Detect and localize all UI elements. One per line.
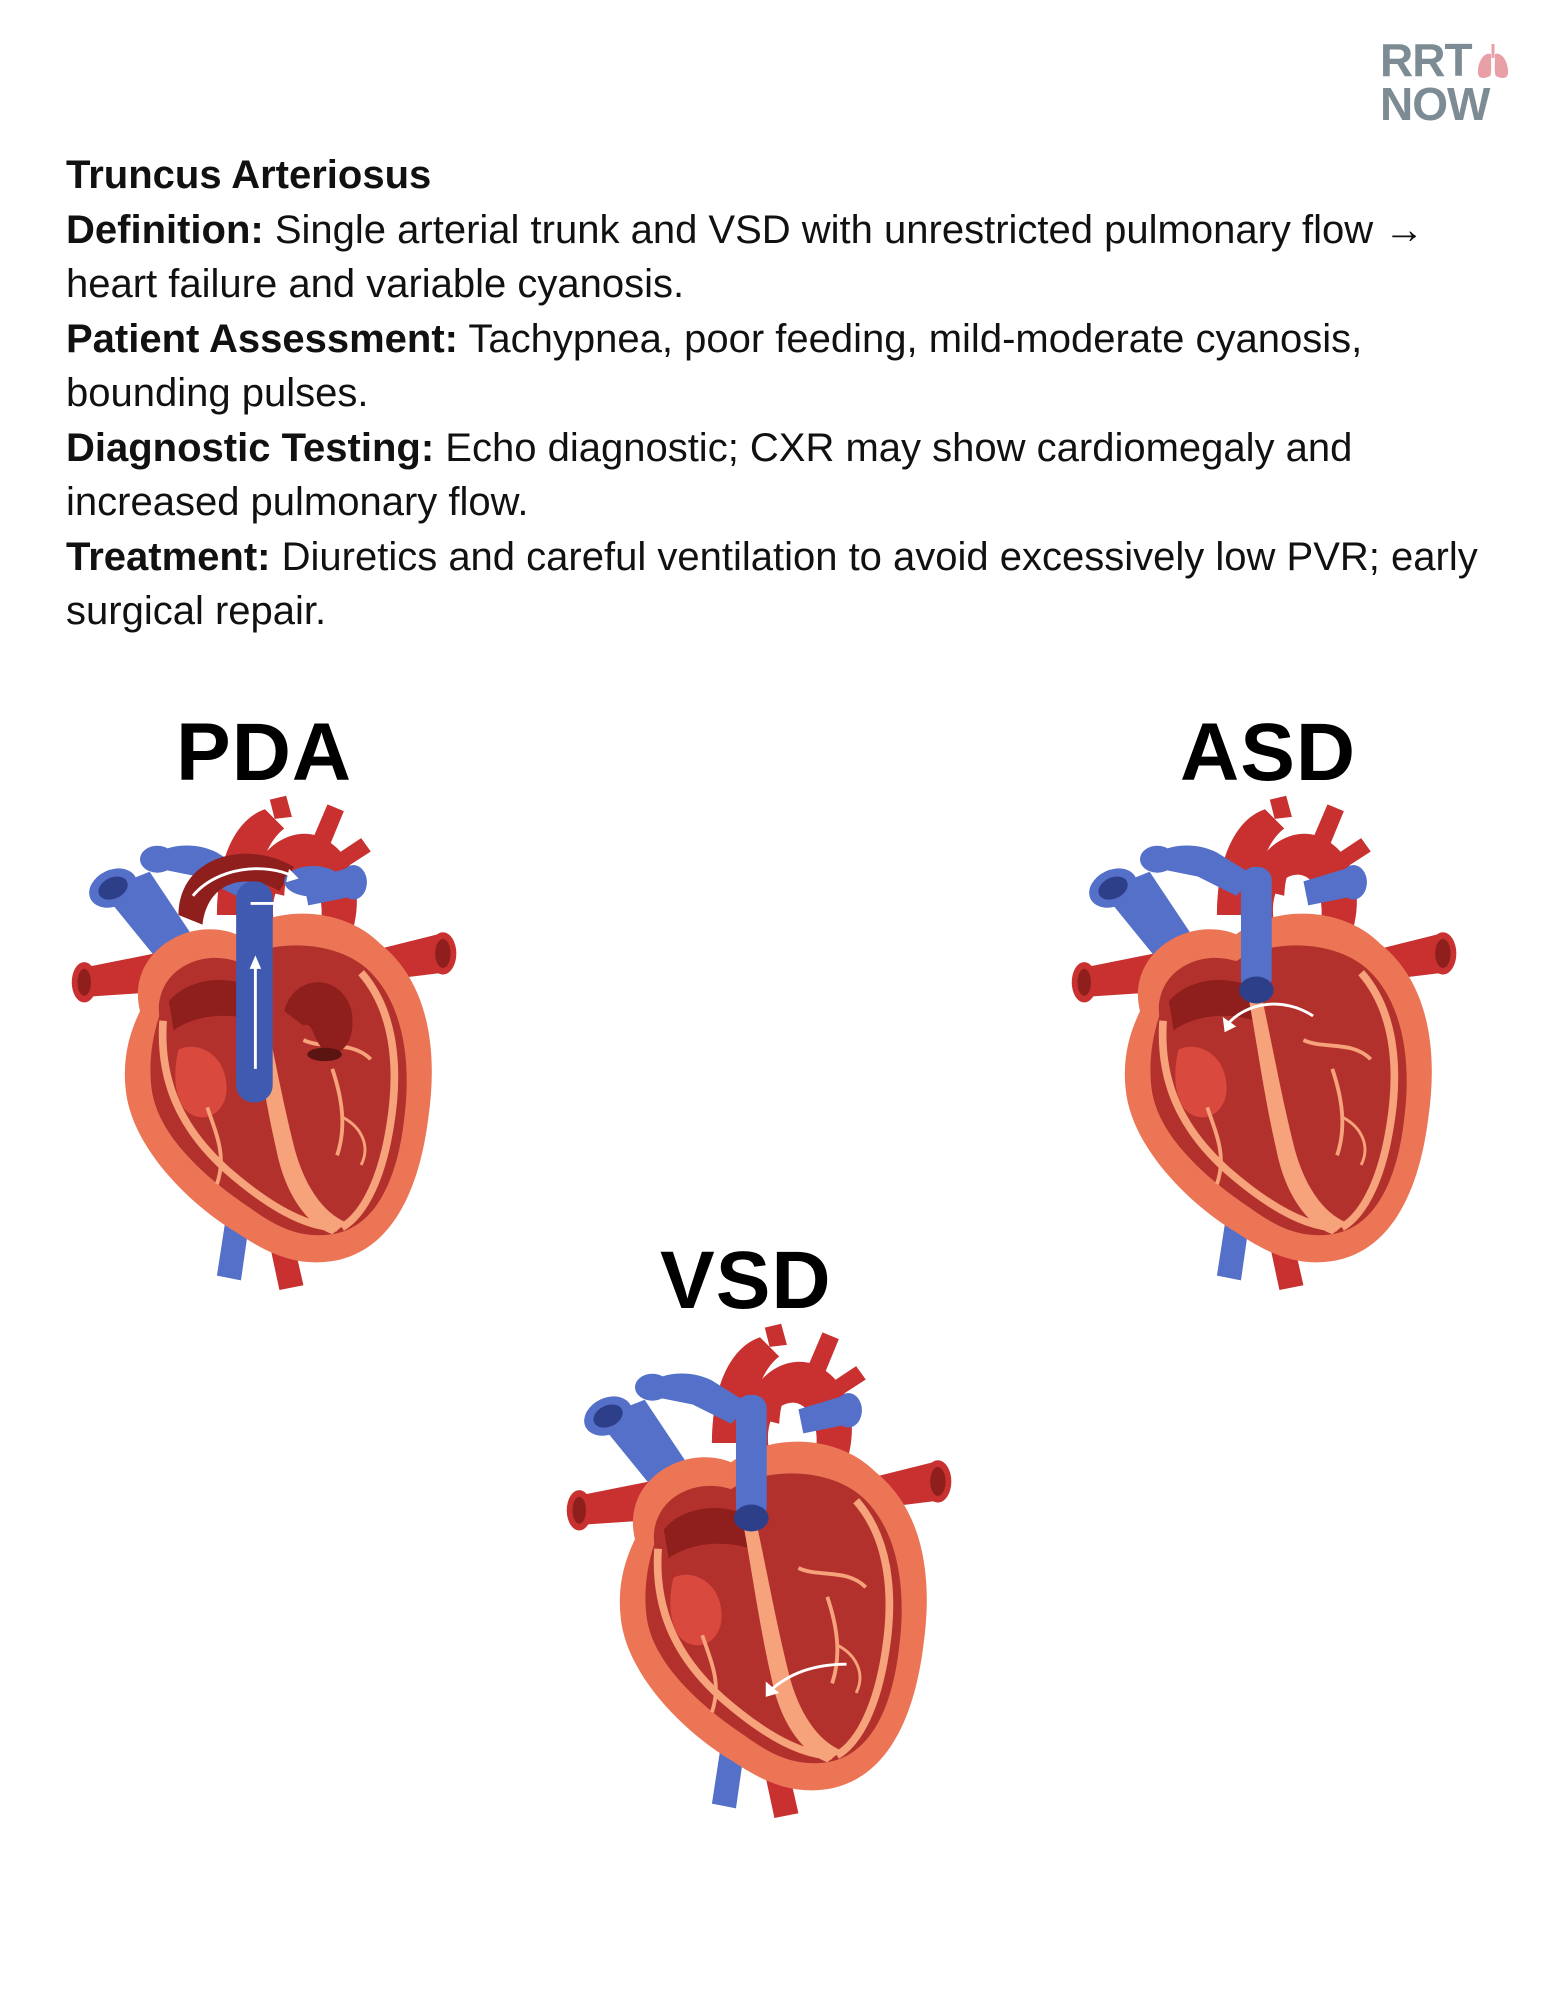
rrt-now-logo: RRT NOW [1380, 34, 1510, 138]
assessment-paragraph: Patient Assessment: Tachypnea, poor feed… [66, 312, 1486, 421]
logo-line-rrt: RRT [1380, 34, 1473, 86]
pda-label: PDA [176, 707, 353, 798]
definition-text: Single arterial trunk and VSD with unres… [66, 207, 1425, 307]
diagnostic-label: Diagnostic Testing: [66, 425, 435, 470]
ductus-arch [178, 853, 294, 925]
treatment-paragraph: Treatment: Diuretics and careful ventila… [66, 530, 1486, 639]
vsd-label: VSD [660, 1235, 832, 1326]
definition-paragraph: Definition: Single arterial trunk and VS… [66, 203, 1486, 312]
treatment-label: Treatment: [66, 534, 271, 579]
pda-heart-illustration [60, 790, 470, 1290]
content-text: Truncus Arteriosus Definition: Single ar… [66, 148, 1486, 639]
assessment-text: Tachypnea, poor feeding, mild-moderate c… [66, 316, 1363, 416]
logo-line-now: NOW [1380, 78, 1490, 130]
shunt-arrow [1225, 1002, 1314, 1027]
diagnostic-paragraph: Diagnostic Testing: Echo diagnostic; CXR… [66, 421, 1486, 530]
diagnostic-text: Echo diagnostic; CXR may show cardiomega… [66, 425, 1353, 525]
flow-arrow [191, 867, 295, 897]
section-title: Truncus Arteriosus [66, 153, 432, 197]
vsd-heart-illustration [555, 1318, 965, 1818]
asd-label: ASD [1180, 707, 1357, 798]
asd-heart-illustration [1060, 790, 1470, 1290]
assessment-label: Patient Assessment: [66, 316, 458, 361]
shunt-arrow [768, 1662, 847, 1693]
definition-label: Definition: [66, 207, 264, 252]
treatment-text: Diuretics and careful ventilation to avo… [66, 534, 1478, 634]
lungs-icon [1477, 44, 1509, 78]
